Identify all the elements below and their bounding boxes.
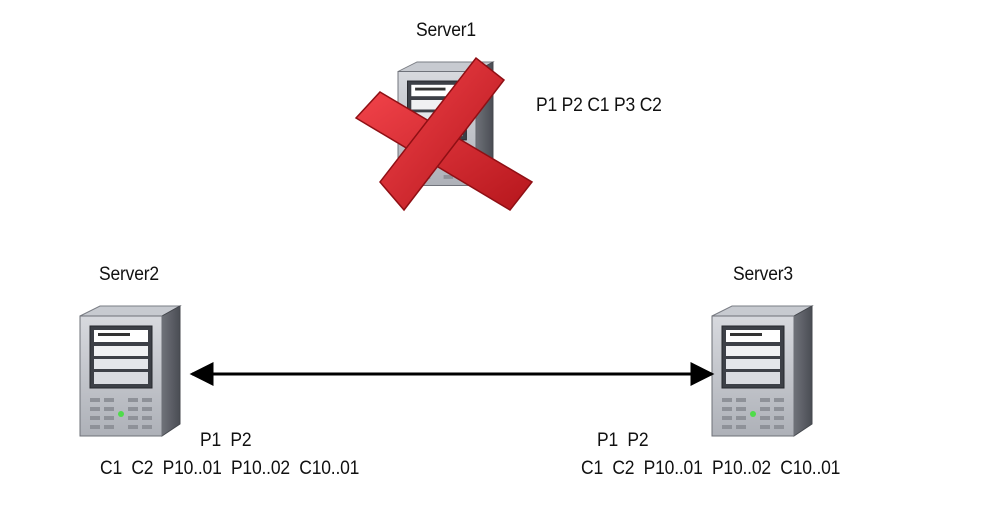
server3-items-line1: P1 P2	[597, 430, 649, 451]
server2-label: Server2	[99, 264, 159, 285]
failed-cross-icon	[354, 56, 534, 212]
server2-items-line2: C1 C2 P10..01 P10..02 C10..01	[100, 458, 360, 479]
server3-label: Server3	[733, 264, 793, 285]
server1-items: P1 P2 C1 P3 C2	[536, 95, 662, 116]
server2-icon	[79, 305, 181, 437]
server1-label: Server1	[416, 20, 476, 41]
server3-icon	[711, 305, 813, 437]
server2-items-line1: P1 P2	[200, 430, 252, 451]
server3-items-line2: C1 C2 P10..01 P10..02 C10..01	[581, 458, 841, 479]
